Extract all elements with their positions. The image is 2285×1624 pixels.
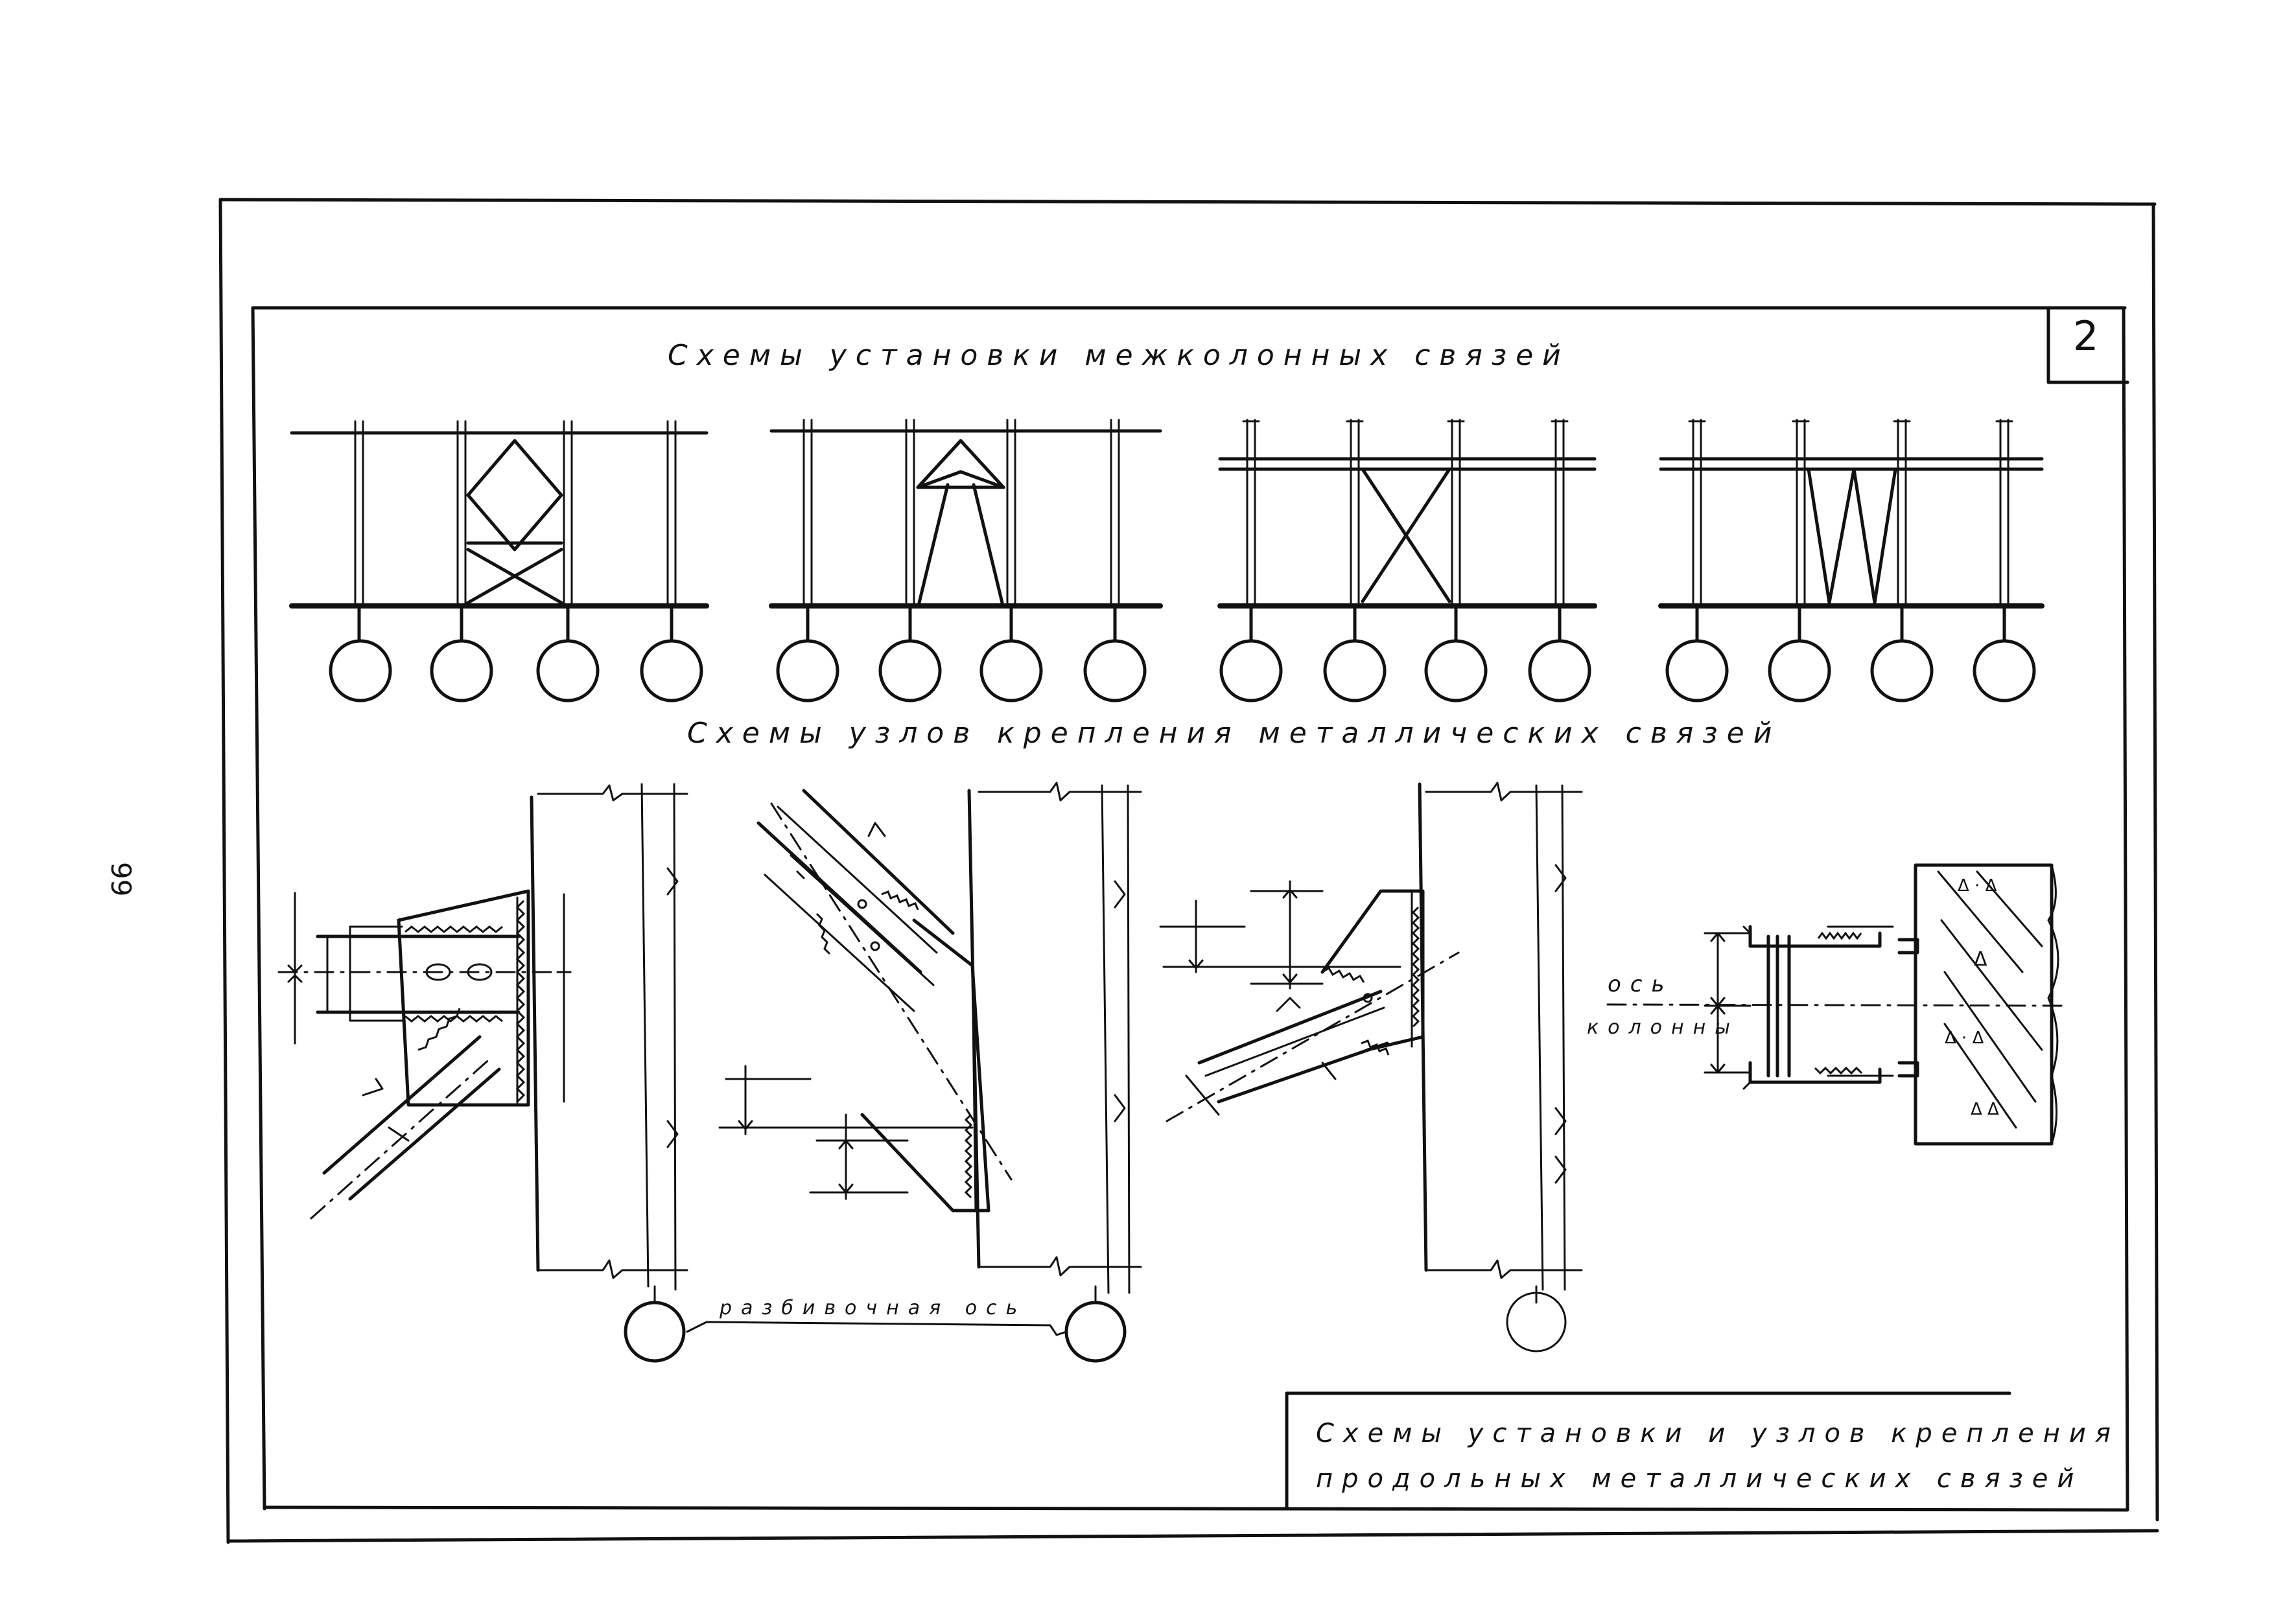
scheme-b [769,419,1163,702]
caption-box [1285,1391,2011,1511]
column-axis-label-1: ось [1608,971,1674,997]
svg-text:Δ · Δ: Δ · Δ [1958,876,1997,896]
scheme-a [289,420,709,702]
schemes-title: Схемы установки межколонных связей [668,339,1570,372]
column-axis-label-2: колонны [1587,1016,1739,1039]
sheet-number-box: 2 [2046,308,2129,384]
axis-markers-bottom [624,1285,1567,1363]
svg-text:Δ Δ: Δ Δ [1971,1100,1999,1119]
node-detail-2 [718,782,1142,1294]
outer-frame [218,198,2159,1544]
node-detail-4: Δ · Δ Δ Δ · Δ Δ Δ ось колонны [1587,863,2069,1146]
layout-axis-label: разбивочная ось [719,1297,1026,1319]
caption-line-2: продольных металлических связей [1316,1464,2083,1494]
caption-line-1: Схемы установки и узлов крепления [1316,1419,2120,1448]
inner-frame [251,306,2129,1512]
sheet-number: 2 [2073,312,2098,360]
svg-text:Δ · Δ: Δ · Δ [1945,1028,1984,1048]
scheme-c [1217,419,1597,702]
scheme-d [1658,419,2045,702]
node-detail-3 [1159,782,1583,1291]
axis-marker [329,639,392,702]
nodes-title: Схемы узлов крепления металлических связ… [687,717,1781,750]
node-detail-1 [277,783,688,1291]
svg-text:Δ: Δ [1974,948,1987,971]
page-number: 99 [105,862,137,896]
